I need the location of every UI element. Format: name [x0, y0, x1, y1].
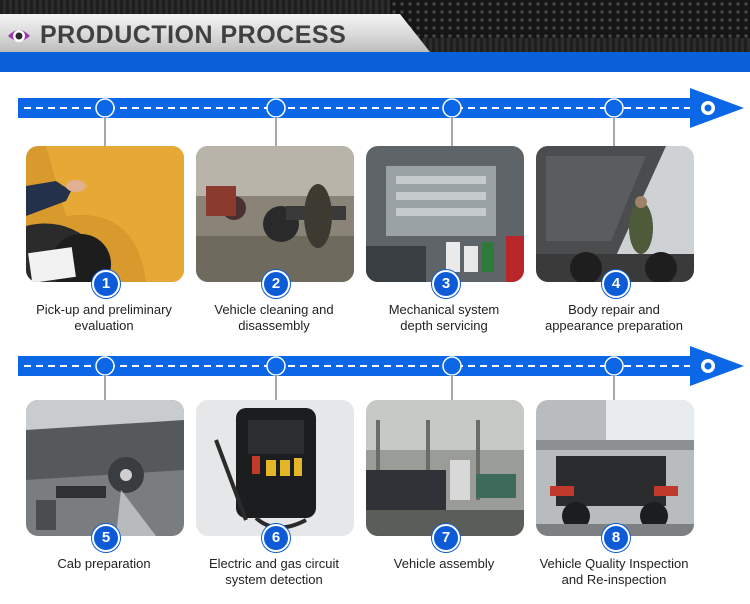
step-caption: Vehicle cleaning and disassembly — [184, 302, 364, 334]
step-caption: Mechanical system depth servicing — [354, 302, 534, 334]
timeline-arrow-row-1 — [0, 88, 750, 128]
step-number-badge: 5 — [92, 524, 120, 552]
step-caption-line-2: system detection — [225, 572, 323, 587]
step-caption-line-2: disassembly — [238, 318, 310, 333]
step-photo-8 — [536, 400, 694, 536]
step-number-badge: 8 — [602, 524, 630, 552]
header-title-panel — [0, 14, 430, 52]
header-hex-pattern — [390, 0, 750, 38]
step-caption-line-1: Electric and gas circuit — [208, 556, 340, 571]
step-caption: Cab preparation — [14, 556, 194, 572]
step-caption-line-1: Body repair and — [568, 302, 660, 317]
step-card-7: 7 Vehicle assembly — [358, 400, 530, 600]
step-photo-2 — [196, 146, 354, 282]
header-blue-band — [0, 52, 750, 72]
step-number-badge: 7 — [432, 524, 460, 552]
step-card-8: 8 Vehicle Quality Inspection and Re-insp… — [528, 400, 700, 600]
step-caption: Vehicle Quality Inspection and Re-inspec… — [524, 556, 704, 588]
step-caption: Body repair and appearance preparation — [524, 302, 704, 334]
step-photo-6 — [196, 400, 354, 536]
step-card-2: 2 Vehicle cleaning and disassembly — [188, 146, 360, 346]
step-caption: Electric and gas circuit system detectio… — [184, 556, 364, 588]
step-number-badge: 4 — [602, 270, 630, 298]
step-caption: Pick-up and preliminary evaluation — [14, 302, 194, 334]
step-number-badge: 1 — [92, 270, 120, 298]
page-header: PRODUCTION PROCESS — [0, 0, 750, 72]
step-caption-line-1: Pick-up and preliminary — [36, 302, 172, 317]
step-number-badge: 3 — [432, 270, 460, 298]
step-card-1: 1 Pick-up and preliminary evaluation — [18, 146, 190, 346]
eye-logo-icon — [8, 30, 30, 42]
step-photo-5 — [26, 400, 184, 536]
step-caption-line-2: depth servicing — [400, 318, 488, 333]
step-caption-line-1: Vehicle Quality Inspection — [539, 556, 689, 571]
timeline-arrow-row-2 — [0, 346, 750, 386]
page-title: PRODUCTION PROCESS — [40, 21, 347, 49]
step-photo-3 — [366, 146, 524, 282]
step-caption: Vehicle assembly — [354, 556, 534, 572]
step-photo-1 — [26, 146, 184, 282]
step-number-badge: 2 — [262, 270, 290, 298]
step-caption-line-1: Cab preparation — [57, 556, 151, 571]
step-card-6: 6 Electric and gas circuit system detect… — [188, 400, 360, 600]
step-caption-line-2: evaluation — [74, 318, 134, 333]
step-caption-line-1: Vehicle cleaning and — [214, 302, 334, 317]
step-photo-7 — [366, 400, 524, 536]
step-card-3: 3 Mechanical system depth servicing — [358, 146, 530, 346]
step-card-4: 4 Body repair and appearance preparation — [528, 146, 700, 346]
step-caption-line-2: appearance preparation — [544, 318, 684, 333]
step-caption-line-1: Vehicle assembly — [393, 556, 495, 571]
step-card-5: 5 Cab preparation — [18, 400, 190, 600]
step-caption-line-1: Mechanical system — [388, 302, 500, 317]
step-caption-line-2: and Re-inspection — [561, 572, 667, 587]
step-number-badge: 6 — [262, 524, 290, 552]
step-photo-4 — [536, 146, 694, 282]
